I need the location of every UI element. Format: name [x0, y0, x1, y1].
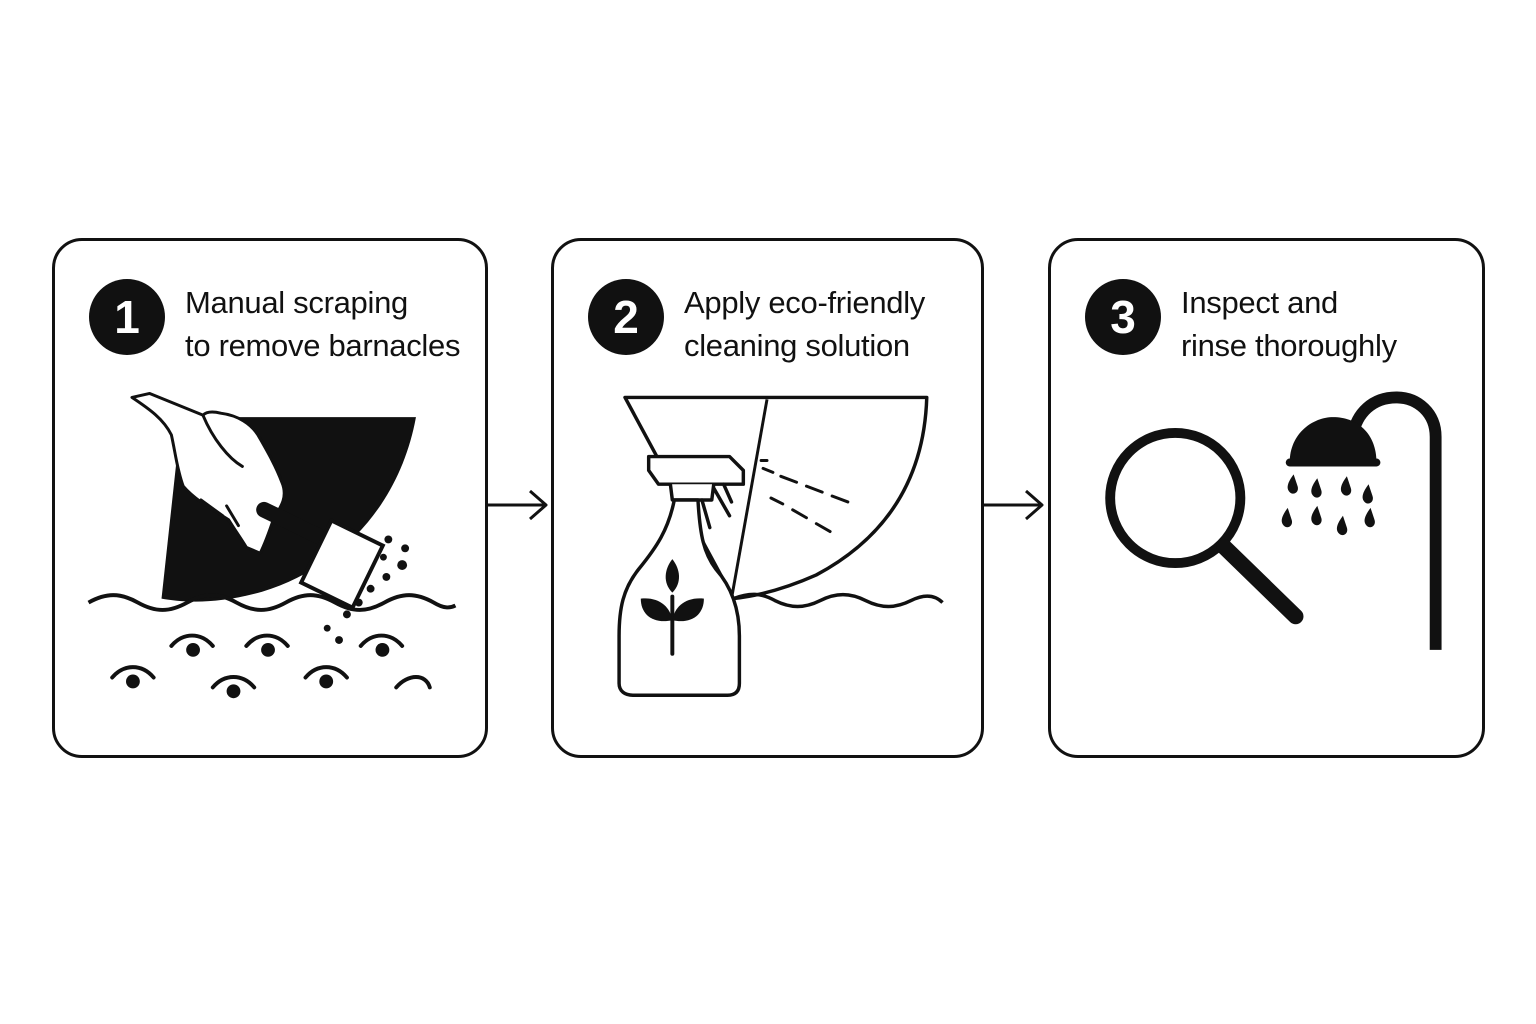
barnacle-dots-icon [126, 642, 390, 699]
magnifying-glass-icon [1105, 427, 1304, 625]
debris-dots-icon [323, 535, 410, 644]
barnacle-icon [110, 633, 432, 690]
scraping-illustration [87, 391, 457, 699]
spray-mist-icon [759, 459, 850, 534]
hand-icon [130, 391, 286, 555]
step-title-line-2: to remove barnacles [185, 328, 461, 363]
step-number-badge: 2 [588, 279, 664, 355]
step-title-line-1: Inspect and [1181, 285, 1338, 320]
step-title-line-2: rinse thoroughly [1181, 328, 1397, 363]
step-number-badge: 1 [89, 279, 165, 355]
step-title: Inspect and rinse thoroughly [1181, 281, 1474, 367]
step-title-line-1: Manual scraping [185, 285, 408, 320]
inspect-rinse-illustration [1105, 391, 1442, 650]
step-1-card: 1 Manual scraping to remove barnacles [52, 238, 488, 758]
shower-head-icon [1285, 391, 1442, 650]
spray-bottle-icon [617, 454, 746, 697]
step-title-line-2: cleaning solution [684, 328, 910, 363]
step-3-card: 3 Inspect and rinse thoroughly [1048, 238, 1485, 758]
leaf-icon [640, 559, 704, 656]
water-wave-icon [87, 593, 457, 612]
step-title-line-1: Apply eco-friendly [684, 285, 925, 320]
step-2-card: 2 Apply eco-friendly cleaning solution [551, 238, 984, 758]
water-wave-icon [732, 592, 944, 609]
arrow-right-icon [982, 489, 1044, 521]
cleaning-illustration [617, 395, 944, 697]
step-title: Apply eco-friendly cleaning solution [684, 281, 973, 367]
step-number-badge: 3 [1085, 279, 1161, 355]
scraper-icon [256, 501, 386, 611]
arrow-right-icon [486, 489, 548, 521]
water-drops-icon [1281, 474, 1375, 536]
step-title: Manual scraping to remove barnacles [185, 281, 477, 367]
